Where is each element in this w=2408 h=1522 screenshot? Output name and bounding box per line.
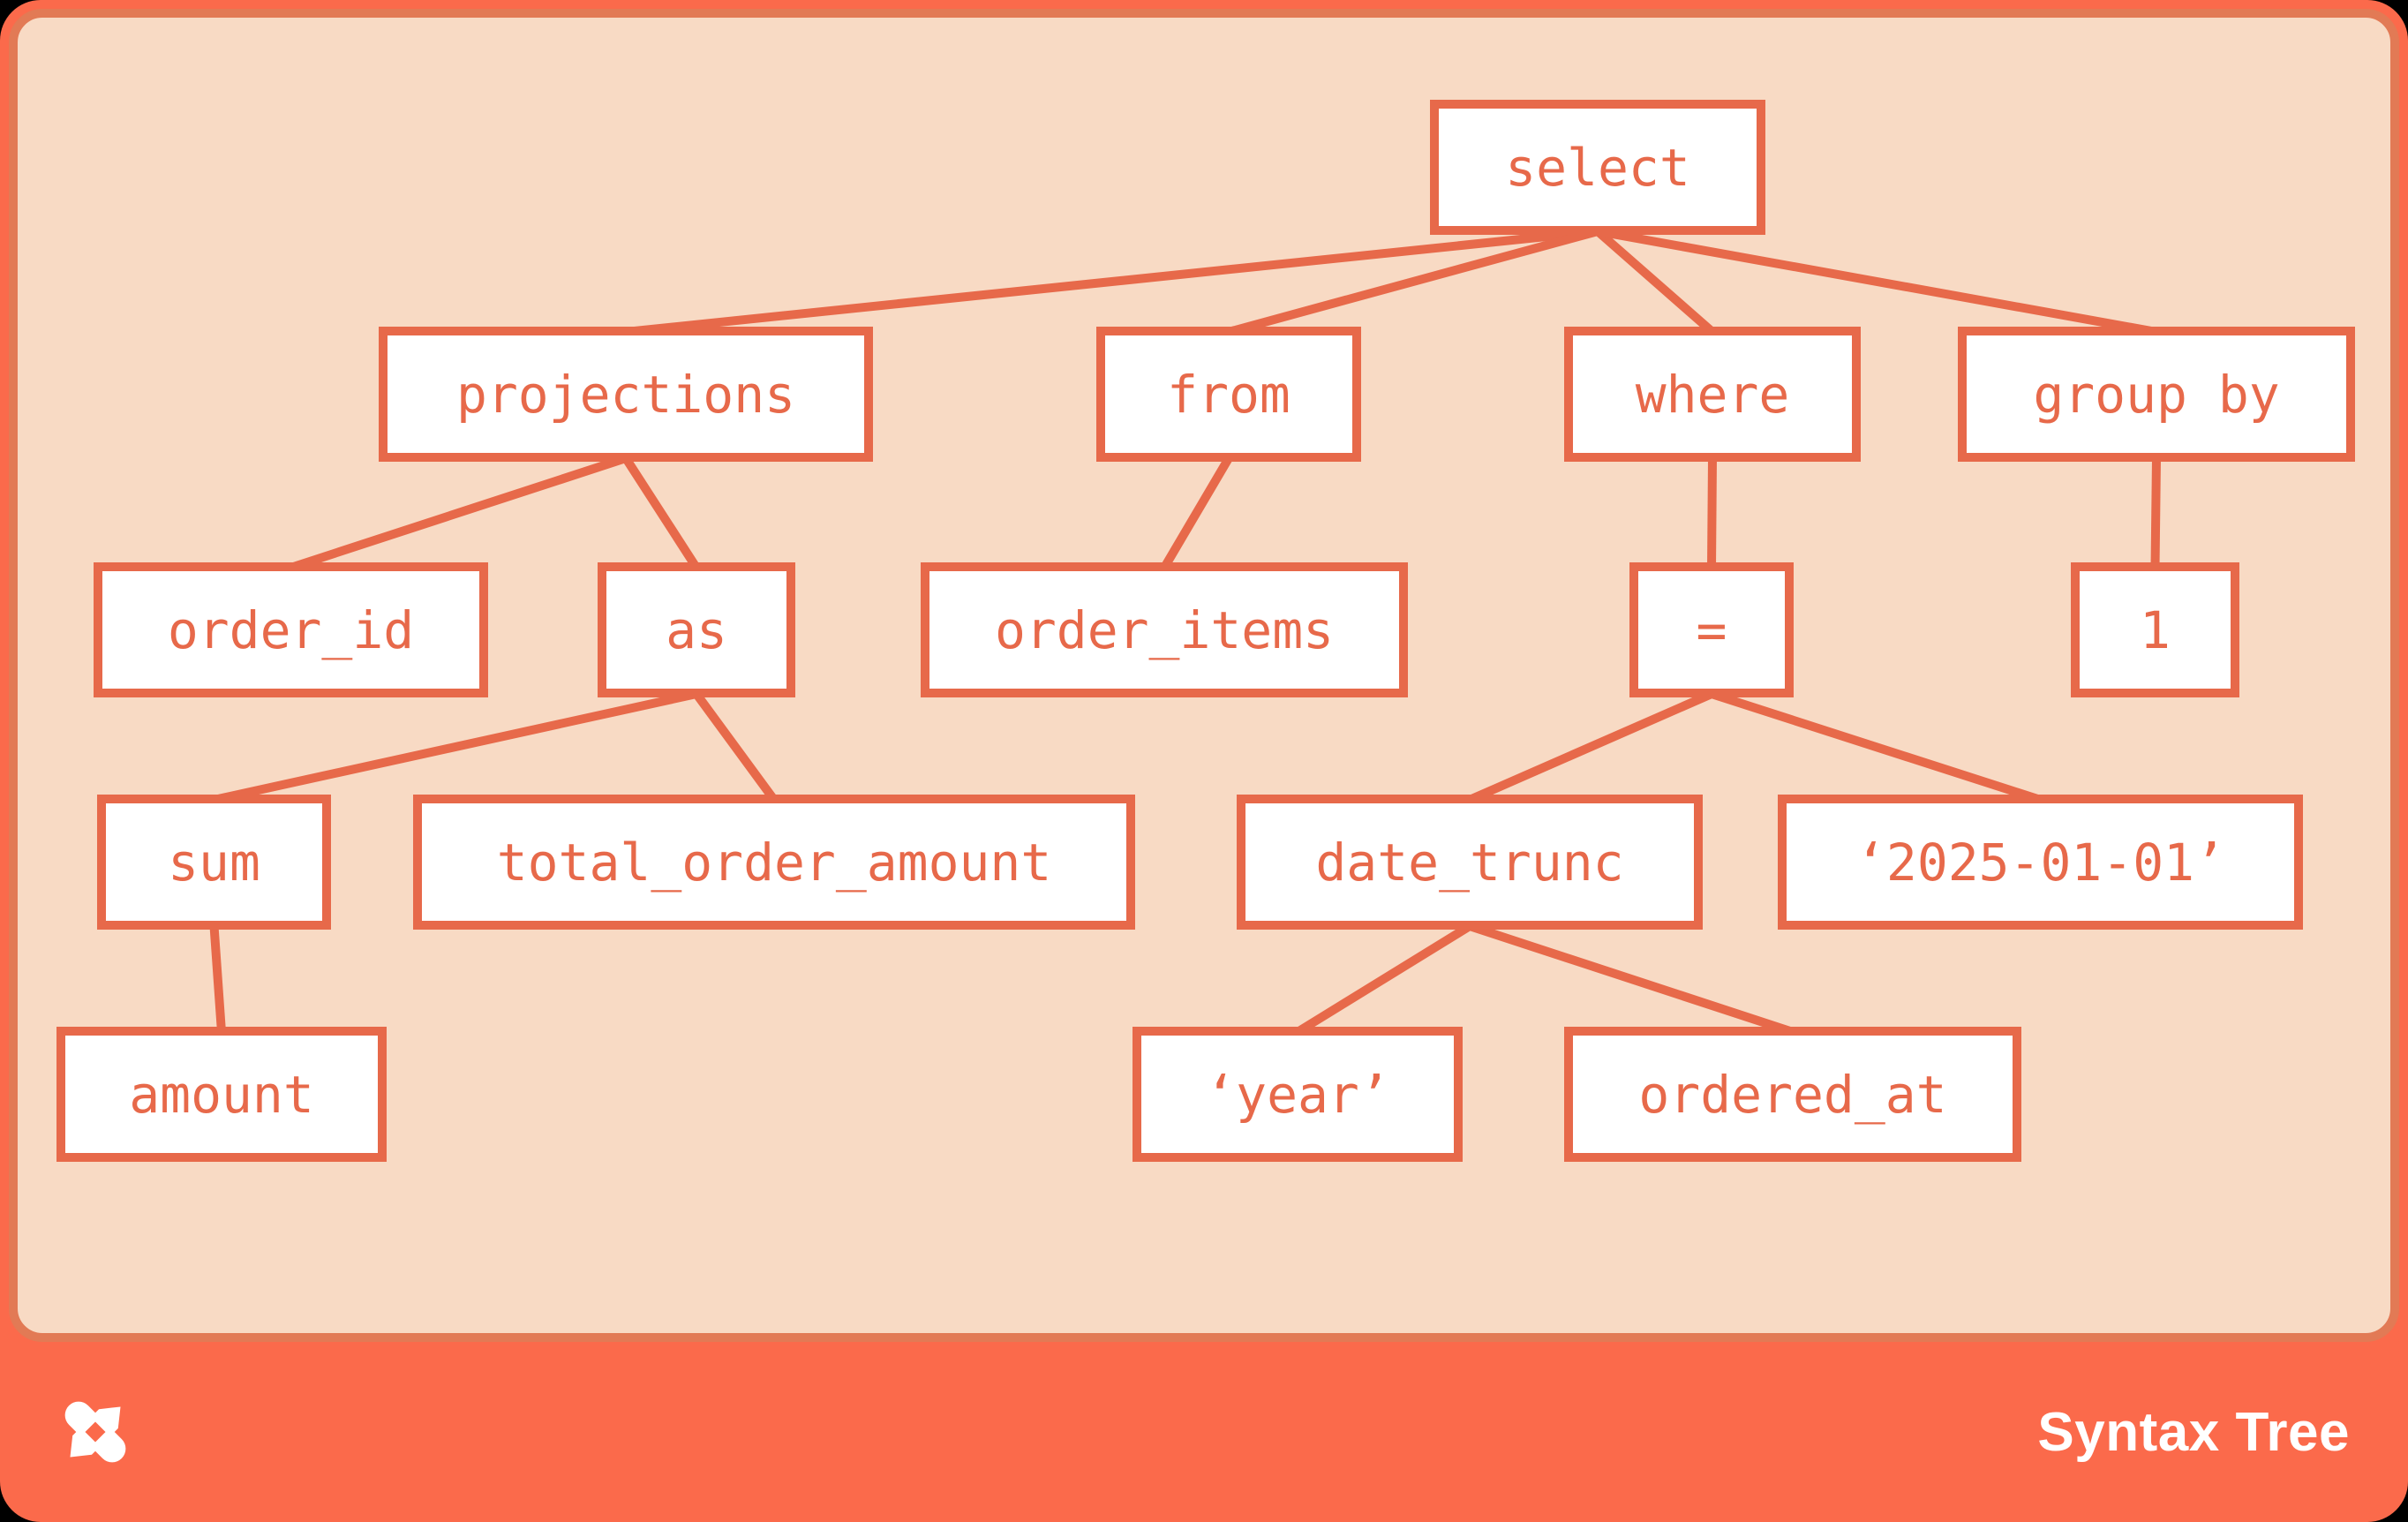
- syntax-tree-label: Syntax Tree: [2037, 1401, 2350, 1463]
- tree-node-ordered_at: ordered_at: [1564, 1027, 2021, 1162]
- tree-node-from: from: [1096, 327, 1361, 462]
- tree-node-date_literal: ‘2025-01-01’: [1778, 795, 2303, 930]
- tree-node-date_trunc: date_trunc: [1237, 795, 1703, 930]
- tree-node-order_items: order_items: [921, 562, 1408, 697]
- tree-node-as: as: [598, 562, 795, 697]
- tree-node-order_id: order_id: [94, 562, 488, 697]
- dbt-logo-center-hole: [85, 1421, 106, 1443]
- tree-node-projections: projections: [379, 327, 873, 462]
- tree-node-sum: sum: [97, 795, 331, 930]
- dbt-logo-icon: [64, 1401, 126, 1463]
- footer-bar: Syntax Tree: [0, 1342, 2408, 1522]
- tree-node-amount: amount: [56, 1027, 387, 1162]
- tree-node-group_by: group by: [1958, 327, 2355, 462]
- tree-node-select: select: [1430, 100, 1765, 235]
- tree-node-year_literal: ‘year’: [1133, 1027, 1463, 1162]
- tree-node-eq: =: [1629, 562, 1794, 697]
- tree-node-total_order_amount: total_order_amount: [413, 795, 1135, 930]
- tree-node-where: where: [1564, 327, 1861, 462]
- tree-node-one: 1: [2071, 562, 2239, 697]
